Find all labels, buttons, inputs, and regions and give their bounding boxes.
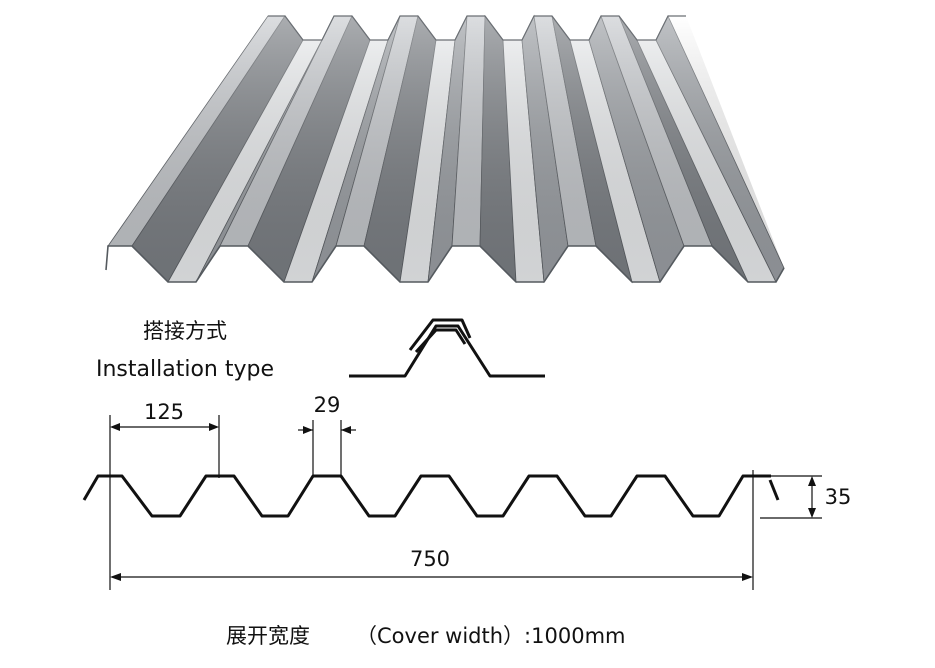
installation-title-cn: 搭接方式 <box>143 319 227 343</box>
sheet-front-edge <box>105 245 785 283</box>
installation-type-label: 搭接方式 Installation type <box>96 319 274 382</box>
arrow-35-top <box>808 476 816 486</box>
cover-width-caption: 展开宽度 （Cover width）:1000mm <box>226 624 625 648</box>
sheet-back-edge <box>268 15 686 41</box>
dimension-labels: 125 29 35 750 <box>144 393 851 571</box>
overlap-end-stub <box>768 479 780 501</box>
dimension-lines <box>109 415 822 590</box>
arrow-29-left <box>303 426 313 434</box>
cover-width-label-en: （Cover width）:1000mm <box>356 624 625 648</box>
installation-title-en: Installation type <box>96 357 274 382</box>
dim-label-125: 125 <box>144 400 184 424</box>
dim-label-35: 35 <box>825 485 852 509</box>
overlap-profile-inner <box>414 328 467 354</box>
profile-cross-section <box>82 474 780 518</box>
overlap-profile-upper <box>408 318 472 351</box>
arrow-35-bottom <box>808 508 816 518</box>
arrow-750-right <box>742 573 753 581</box>
arrow-125-left <box>110 423 120 431</box>
trapezoid-profile <box>82 474 771 518</box>
overlap-detail-drawing <box>349 318 545 378</box>
sheet-shading <box>108 16 784 282</box>
roof-sheet-illustration <box>105 14 785 284</box>
cover-width-label-cn: 展开宽度 <box>226 624 310 648</box>
arrow-29-right <box>341 426 351 434</box>
dim-label-29: 29 <box>314 393 341 417</box>
arrow-125-right <box>209 423 219 431</box>
arrow-750-left <box>110 573 121 581</box>
overlap-profile-lower <box>349 324 545 378</box>
dim-label-750: 750 <box>410 547 450 571</box>
